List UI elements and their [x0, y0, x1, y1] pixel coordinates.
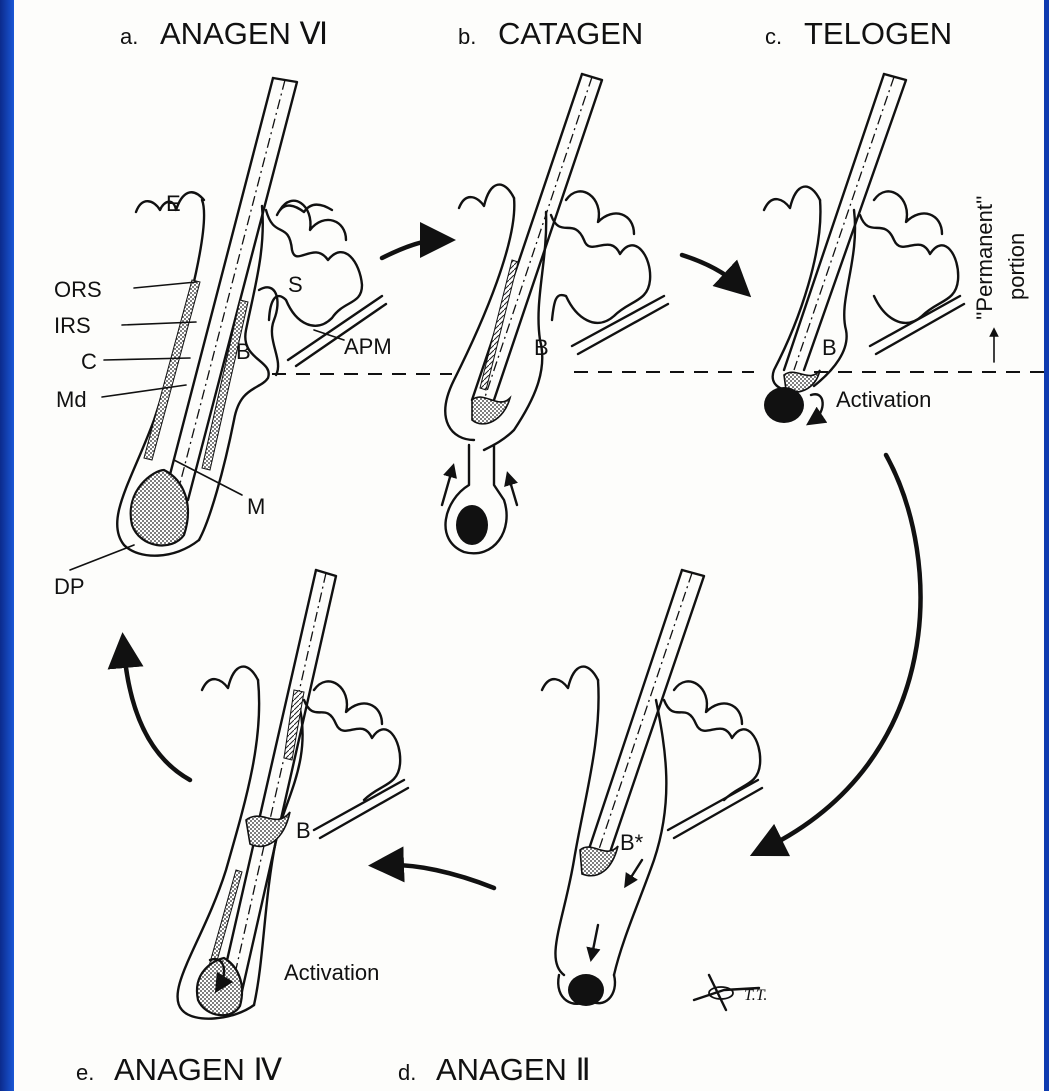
hair-cycle-diagram: E ORS IRS C Md M DP S APM B B	[14, 0, 1044, 1091]
title-a: a. ANAGEN Ⅵ	[120, 16, 328, 51]
arrow-c-to-d	[766, 455, 920, 848]
label-irs: IRS	[54, 313, 91, 338]
label-b-e: B	[296, 818, 311, 843]
label-portion: portion	[1004, 233, 1029, 300]
signature-text: T.T.	[744, 987, 767, 1004]
hair-shaft	[188, 78, 297, 500]
title-a-prefix: a.	[120, 24, 138, 49]
label-b-star: B*	[620, 830, 644, 855]
stage-b-catagen	[442, 74, 754, 553]
dermal-papilla	[131, 470, 188, 545]
arrow-e-to-a	[124, 650, 190, 780]
label-permanent: ''Permanent''	[972, 196, 997, 320]
stage-c-telogen	[764, 74, 1044, 423]
title-b-text: CATAGEN	[498, 16, 643, 51]
label-s: S	[288, 272, 303, 297]
arrow-a-to-b	[382, 240, 438, 258]
cycle-arrows	[124, 240, 920, 888]
title-e-text: ANAGEN Ⅳ	[114, 1052, 283, 1087]
arrow-d-to-e	[386, 865, 494, 888]
label-md: Md	[56, 387, 87, 412]
label-activation-e: Activation	[284, 960, 379, 985]
label-b-a: B	[236, 339, 251, 364]
right-frame-border	[1044, 0, 1049, 1091]
title-c-prefix: c.	[765, 24, 782, 49]
label-c: C	[81, 349, 97, 374]
label-activation-c: Activation	[836, 387, 931, 412]
label-e: E	[166, 191, 181, 216]
title-d-text: ANAGEN Ⅱ	[436, 1052, 591, 1087]
stage-e-anagen-iv	[177, 570, 408, 1019]
title-d: d. ANAGEN Ⅱ	[398, 1052, 591, 1087]
arrow-b-to-c	[682, 255, 738, 285]
left-frame-border	[0, 0, 14, 1091]
title-c-text: TELOGEN	[804, 16, 952, 51]
label-apm: APM	[344, 334, 392, 359]
title-e-prefix: e.	[76, 1060, 94, 1085]
title-c: c. TELOGEN	[765, 16, 952, 51]
title-b-prefix: b.	[458, 24, 476, 49]
diagram-canvas: E ORS IRS C Md M DP S APM B B	[14, 0, 1044, 1091]
label-b-b: B	[534, 335, 549, 360]
label-b-c: B	[822, 335, 837, 360]
title-e: e. ANAGEN Ⅳ	[76, 1052, 283, 1087]
title-b: b. CATAGEN	[458, 16, 643, 51]
title-a-text: ANAGEN Ⅵ	[160, 16, 328, 51]
label-dp: DP	[54, 574, 85, 599]
title-d-prefix: d.	[398, 1060, 416, 1085]
stage-d-anagen-ii	[542, 570, 762, 1006]
label-ors: ORS	[54, 277, 102, 302]
label-m: M	[247, 494, 265, 519]
dermal-papilla-telogen	[764, 387, 804, 423]
